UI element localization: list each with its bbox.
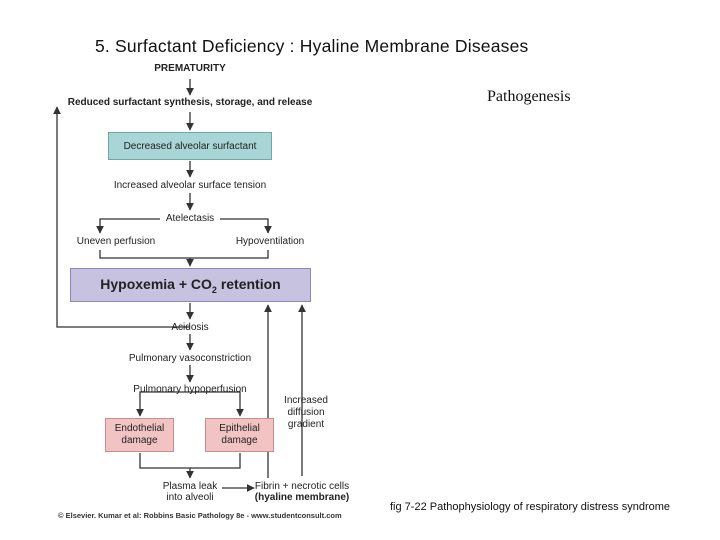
arrow-atelectasis-to-uneven xyxy=(96,218,160,234)
node-hypoxemia-label: Hypoxemia + CO2 retention xyxy=(100,275,281,295)
node-acidosis: Acidosis xyxy=(171,322,209,333)
arrow-uneven-to-hypoxemia xyxy=(99,250,194,267)
node-hyaline-membrane: Fibrin + necrotic cells(hyaline membrane… xyxy=(254,481,350,503)
node-decreased-surfactant: Decreased alveolar surfactant xyxy=(108,132,272,160)
subtitle-pathogenesis: Pathogenesis xyxy=(487,88,571,105)
arrow-atelectasis-to-hypovent xyxy=(220,218,272,234)
node-vasoconstriction: Pulmonary vasoconstriction xyxy=(128,353,252,364)
slide-title: 5. Surfactant Deficiency : Hyaline Membr… xyxy=(95,36,529,56)
node-atelectasis: Atelectasis xyxy=(165,213,215,224)
arrow-hypoperfusion-to-epithelial xyxy=(190,391,244,417)
node-surface-tension: Increased alveolar surface tension xyxy=(113,180,267,191)
arrow-feedback-loop xyxy=(53,106,190,328)
node-prematurity: PREMATURITY xyxy=(154,63,226,74)
arrow-epithelial-to-plasma xyxy=(190,453,241,469)
arrow-hypovent-to-hypoxemia xyxy=(190,250,269,259)
node-hypoperfusion: Pulmonary hypoperfusion xyxy=(133,384,247,395)
node-uneven-perfusion: Uneven perfusion xyxy=(76,236,156,247)
arrow-hypoperfusion-to-endothelial xyxy=(136,391,190,417)
arrow-endothelial-to-plasma xyxy=(139,453,194,479)
copyright-credit: © Elsevier. Kumar et al: Robbins Basic P… xyxy=(58,511,342,520)
node-decreased-surfactant-label: Decreased alveolar surfactant xyxy=(123,140,257,152)
node-hypoventilation: Hypoventilation xyxy=(235,236,305,247)
node-reduced-synthesis: Reduced surfactant synthesis, storage, a… xyxy=(67,97,313,108)
figure-caption: fig 7-22 Pathophysiology of respiratory … xyxy=(390,501,671,513)
node-hypoxemia: Hypoxemia + CO2 retention xyxy=(70,268,311,302)
